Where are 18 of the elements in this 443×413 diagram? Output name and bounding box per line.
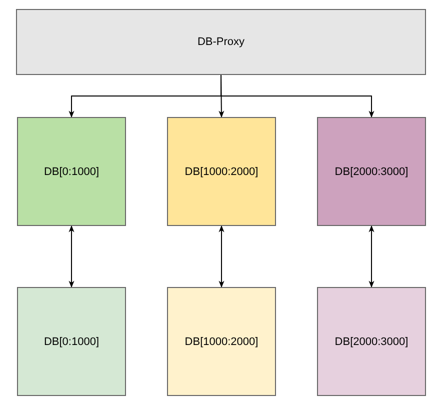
node-label: DB[1000:2000] (184, 336, 258, 348)
proxy-box (16, 9, 426, 75)
arrow (68, 225, 74, 288)
node-label: DB[0:1000] (44, 336, 100, 348)
arrow (220, 74, 374, 118)
node-label: DB[2000:3000] (334, 166, 408, 178)
node-label: DB[0:1000] (44, 166, 100, 178)
database-box (167, 117, 276, 226)
node-label: DB[2000:3000] (334, 336, 408, 348)
arrow (368, 225, 374, 288)
node-label: DB[1000:2000] (184, 166, 258, 178)
database-box (317, 287, 426, 396)
database-box (17, 287, 126, 396)
database-box (167, 287, 276, 396)
node-label: DB-Proxy (197, 36, 245, 48)
database-box (317, 117, 426, 226)
database-box (17, 117, 126, 226)
arrow (218, 225, 224, 288)
